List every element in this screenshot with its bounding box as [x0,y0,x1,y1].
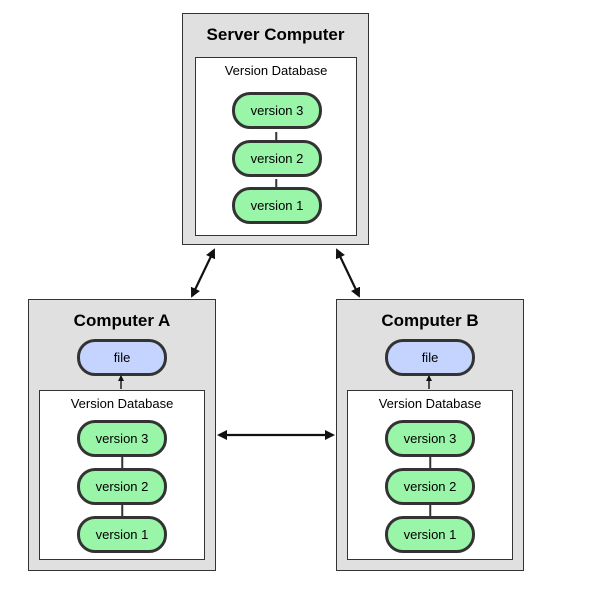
computer-a-version-connector [121,503,123,519]
computer-a-database-label: Version Database [70,396,174,411]
computer-b-version-connector [429,503,431,519]
server-version-database: Version Database version 3 version 2 ver… [195,57,357,236]
server-version-2: version 2 [232,140,322,177]
server-to-computer-a-arrow [190,248,216,298]
computer-b-version-connector [429,455,431,471]
computer-b-version-1: version 1 [385,516,475,553]
computer-b-version-2: version 2 [385,468,475,505]
server-computer-title: Server Computer [206,25,345,44]
computer-a-title: Computer A [73,311,171,330]
computer-b-title: Computer B [381,311,479,330]
server-version-1: version 1 [232,187,322,224]
server-database-label: Version Database [224,63,328,78]
computer-a: Computer A file Version Database version… [28,299,216,571]
computer-a-file: file [77,339,167,376]
computer-a-version-database: Version Database version 3 version 2 ver… [39,390,205,560]
computer-b-file: file [385,339,475,376]
server-version-3: version 3 [232,92,322,129]
computer-a-version-1: version 1 [77,516,167,553]
computer-b: Computer B file Version Database version… [336,299,524,571]
computer-b-version-database: Version Database version 3 version 2 ver… [347,390,513,560]
computer-a-version-2: version 2 [77,468,167,505]
computer-b-database-label: Version Database [378,396,482,411]
computer-a-version-3: version 3 [77,420,167,457]
server-computer: Server Computer Version Database version… [182,13,369,245]
server-to-computer-b-arrow [335,248,361,298]
computer-b-version-3: version 3 [385,420,475,457]
computer-a-version-connector [121,455,123,471]
